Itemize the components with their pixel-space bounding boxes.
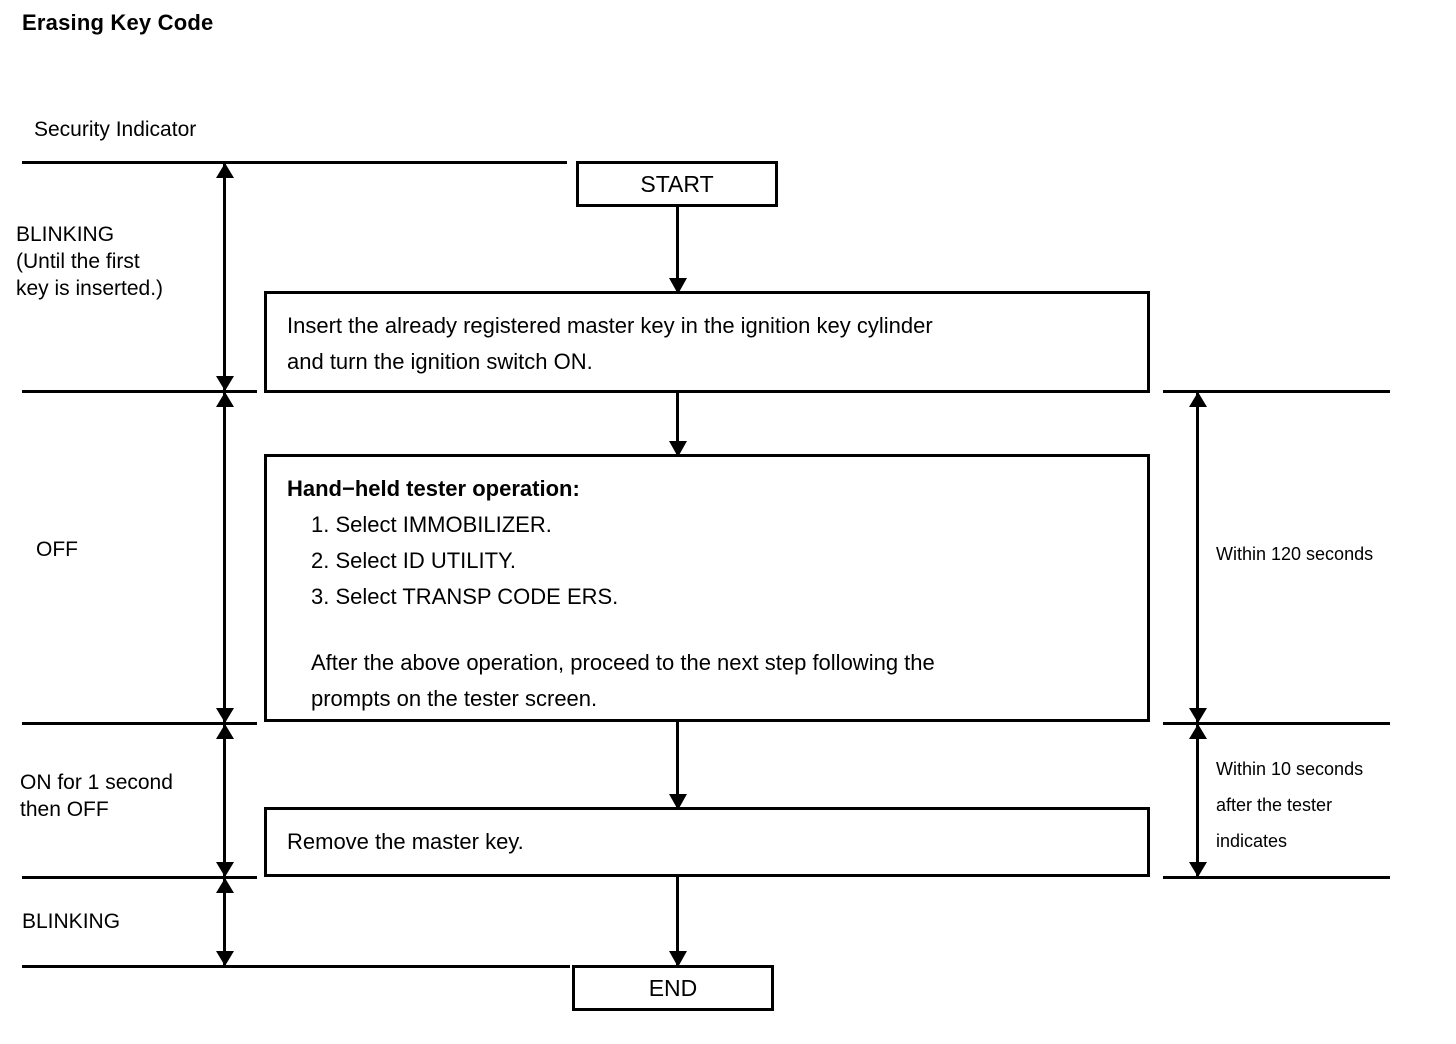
flow-step-insert-key[interactable]: Insert the already registered master key… xyxy=(264,291,1150,393)
tester-spacer xyxy=(287,615,1127,645)
connector-insert-to-tester xyxy=(676,393,679,455)
flow-start-box[interactable]: START xyxy=(576,161,778,207)
timing-rule-bottom xyxy=(1163,876,1390,879)
indicator-rule-5 xyxy=(22,965,570,968)
remove-key-line-1: Remove the master key. xyxy=(287,829,524,854)
timing-span-120-seconds xyxy=(1196,393,1199,722)
flow-step-remove-key[interactable]: Remove the master key. xyxy=(264,807,1150,877)
state-label-off: OFF xyxy=(36,538,78,561)
connector-tester-to-remove xyxy=(676,722,679,808)
indicator-rule-1 xyxy=(22,161,567,164)
tester-item-2: 2. Select ID UTILITY. xyxy=(311,548,517,573)
timing-note-10-seconds: Within 10 seconds after the tester indic… xyxy=(1216,759,1364,851)
indicator-span-on-then-off xyxy=(223,725,226,876)
indicator-rule-4 xyxy=(22,876,257,879)
tester-note-line-2: prompts on the tester screen. xyxy=(311,686,598,711)
timing-rule-middle xyxy=(1163,722,1390,725)
connector-remove-to-end xyxy=(676,877,679,965)
indicator-span-blinking xyxy=(223,879,226,965)
tester-heading: Hand−held tester operation: xyxy=(287,476,580,501)
security-indicator-header: Security Indicator xyxy=(34,118,197,141)
timing-rule-top xyxy=(1163,390,1390,393)
state-label-blinking-until-key: BLINKING (Until the first key is inserte… xyxy=(16,223,164,300)
tester-item-1: 1. Select IMMOBILIZER. xyxy=(311,512,552,537)
tester-note-line-1: After the above operation, proceed to th… xyxy=(311,650,935,675)
state-label-blinking: BLINKING xyxy=(22,910,121,933)
state-label-on-then-off: ON for 1 second then OFF xyxy=(20,771,173,821)
indicator-rule-3 xyxy=(22,722,257,725)
indicator-span-blinking-until-key xyxy=(223,164,226,390)
timing-note-120-seconds: Within 120 seconds xyxy=(1216,544,1374,564)
timing-span-10-seconds xyxy=(1196,725,1199,876)
page-title: Erasing Key Code xyxy=(22,10,214,35)
flow-end-box[interactable]: END xyxy=(572,965,774,1011)
connector-start-to-insert xyxy=(676,207,679,292)
flow-end-label: END xyxy=(648,974,698,1001)
flow-start-label: START xyxy=(640,170,714,197)
tester-item-3: 3. Select TRANSP CODE ERS. xyxy=(311,584,619,609)
indicator-rule-2 xyxy=(22,390,257,393)
insert-key-line-1: Insert the already registered master key… xyxy=(287,313,933,338)
indicator-span-off xyxy=(223,393,226,722)
insert-key-line-2: and turn the ignition switch ON. xyxy=(287,349,593,374)
flow-step-tester-operation[interactable]: Hand−held tester operation: 1. Select IM… xyxy=(264,454,1150,722)
